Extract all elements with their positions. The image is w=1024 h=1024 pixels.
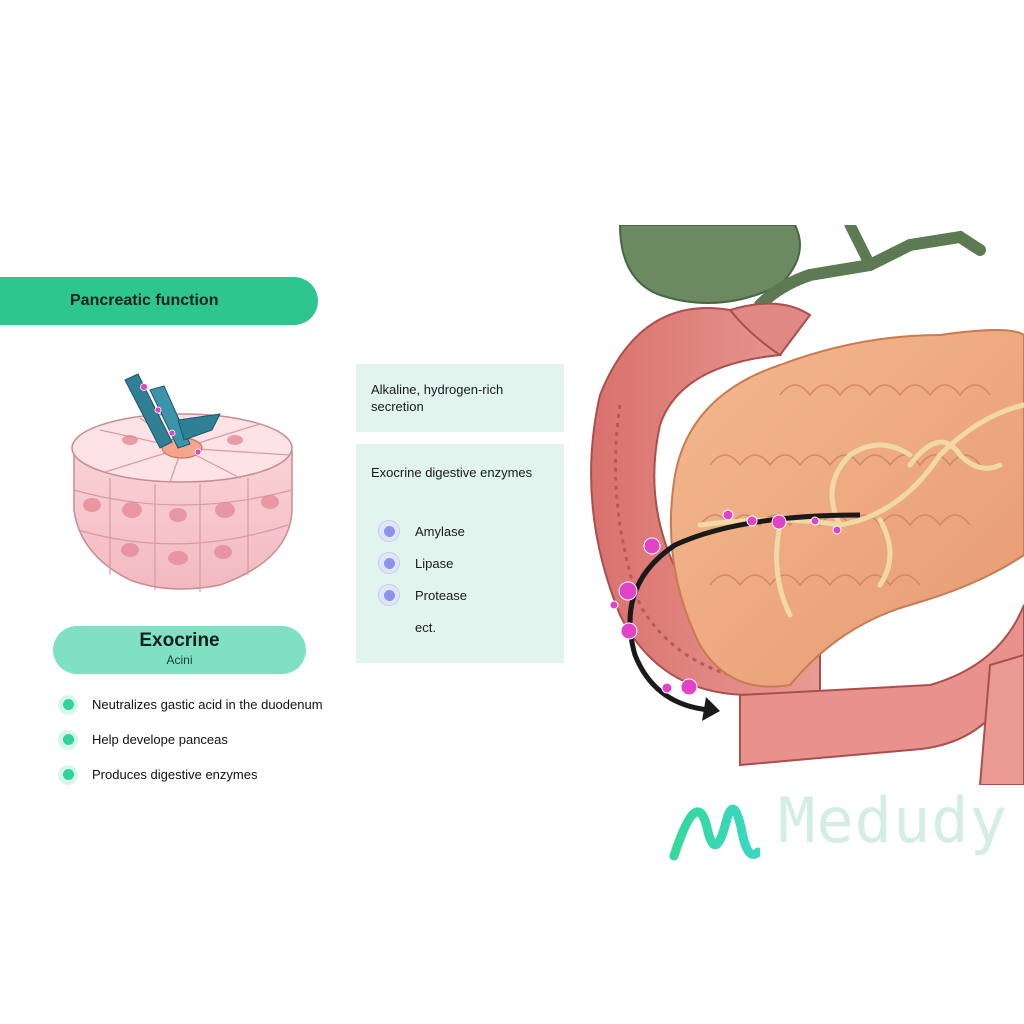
exocrine-title: Exocrine [139, 630, 220, 651]
enzyme-label: Protease [415, 587, 468, 603]
enzyme-dot-icon [378, 520, 400, 542]
enzyme-item-extra: ect. [378, 611, 467, 643]
enzyme-label: Amylase [415, 523, 465, 539]
enzyme-list: Amylase Lipase Protease ect. [378, 515, 467, 643]
bullet-text: Neutralizes gastic acid in the duodenum [92, 697, 323, 712]
list-item: Neutralizes gastic acid in the duodenum [58, 687, 323, 722]
enzyme-item: Amylase [378, 515, 467, 547]
exocrine-function-list: Neutralizes gastic acid in the duodenum … [58, 687, 323, 792]
enzyme-dot-icon [378, 584, 400, 606]
bullet-text: Help develope panceas [92, 732, 228, 747]
enzymes-heading: Exocrine digestive enzymes [371, 465, 533, 480]
section-banner: Pancreatic function [0, 277, 318, 325]
bullet-dot-icon [58, 694, 78, 715]
exocrine-subtitle: Acini [166, 653, 193, 667]
enzyme-dot-icon [378, 552, 400, 574]
enzyme-item: Lipase [378, 547, 467, 579]
enzyme-item: Protease [378, 579, 467, 611]
bullet-dot-icon [58, 729, 78, 750]
list-item: Produces digestive enzymes [58, 757, 323, 792]
exocrine-label: Exocrine Acini [53, 626, 306, 674]
list-item: Help develope panceas [58, 722, 323, 757]
pancreas-duodenum-illustration [590, 225, 1024, 785]
acini-cluster-illustration [71, 373, 293, 592]
enzymes-box: Exocrine digestive enzymes Amylase Lipas… [356, 444, 564, 663]
bullet-text: Produces digestive enzymes [92, 767, 258, 782]
bullet-dot-icon [58, 764, 78, 785]
medudy-wordmark: Medudy [778, 784, 1008, 857]
banner-title: Pancreatic function [70, 292, 219, 309]
secretion-text: Alkaline, hydrogen-rich secretion [371, 382, 504, 414]
secretion-box: Alkaline, hydrogen-rich secretion [356, 364, 564, 432]
enzyme-label: Lipase [415, 555, 454, 571]
medudy-logo-mark [669, 804, 760, 861]
enzyme-extra-label: ect. [415, 619, 436, 635]
